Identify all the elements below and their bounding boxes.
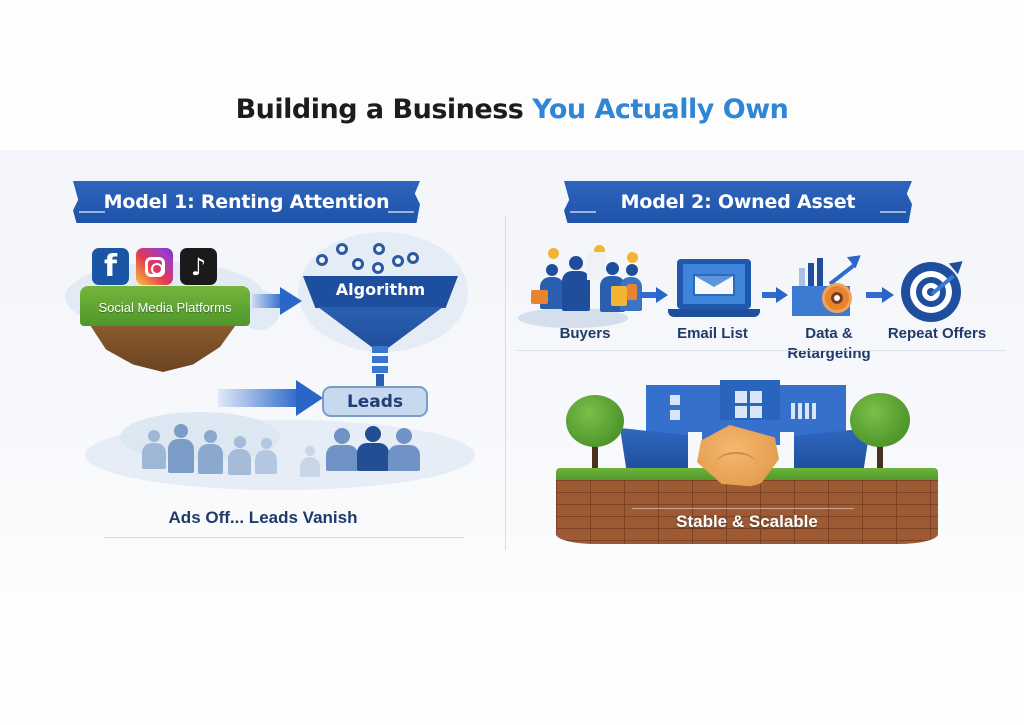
target-icon <box>822 283 852 313</box>
window-shape <box>750 406 762 418</box>
gear-icon <box>392 255 404 267</box>
gear-icon <box>373 243 385 255</box>
island-grass <box>80 286 250 326</box>
title-main: Building a Business <box>235 94 524 125</box>
gear-icon <box>372 262 384 274</box>
cuff-shape <box>780 432 794 472</box>
step-label-repeat-offers: Repeat Offers <box>887 325 987 342</box>
flow-divider-line <box>516 350 1006 351</box>
tree-trunk <box>592 440 598 472</box>
model-2-banner: Model 2: Owned Asset <box>564 181 912 223</box>
window-shape <box>750 391 762 403</box>
model-2-banner-text: Model 2: Owned Asset <box>620 191 856 213</box>
funnel-stem <box>376 374 384 386</box>
window-shape <box>735 391 747 403</box>
tree-icon <box>850 393 910 447</box>
tree-icon <box>566 395 624 447</box>
tiktok-icon: ♪ <box>180 248 217 285</box>
instagram-icon <box>136 248 173 285</box>
foundation-label: Stable & Scalable <box>676 512 818 531</box>
step-label-email-list: Email List <box>677 325 748 342</box>
step-label-line: Retargeting <box>787 345 871 362</box>
caption-underline <box>104 537 464 538</box>
funnel-stem <box>372 366 388 373</box>
gear-icon <box>316 254 328 266</box>
step-label-buyers: Buyers <box>559 325 611 342</box>
funnel-stem <box>372 356 388 363</box>
model-1-caption: Ads Off... Leads Vanish <box>168 508 358 527</box>
window-shape <box>805 403 809 419</box>
gear-icon <box>336 243 348 255</box>
leads-box: Leads <box>322 386 428 417</box>
social-media-label: Social Media Platforms <box>98 300 232 315</box>
facebook-icon: f <box>92 248 129 285</box>
window-shape <box>791 403 795 419</box>
model-1-banner-text: Model 1: Renting Attention <box>103 191 390 213</box>
window-shape <box>798 403 802 419</box>
funnel-top <box>303 276 458 308</box>
window-shape <box>812 403 816 419</box>
model-1-banner: Model 1: Renting Attention <box>73 181 420 223</box>
window-shape <box>670 395 680 405</box>
gear-icon <box>352 258 364 270</box>
envelope-icon <box>693 274 735 296</box>
leads-label: Leads <box>346 391 404 412</box>
algorithm-label: Algorithm <box>335 280 426 299</box>
title-accent: You Actually Own <box>532 94 789 125</box>
panel-divider <box>505 215 506 550</box>
step-label-data-retargeting: Data & Retargeting <box>776 324 882 364</box>
window-shape <box>735 406 747 418</box>
tree-trunk <box>877 440 883 472</box>
step-label-line: Data & <box>805 325 853 342</box>
page-title: Building a Business You Actually Own <box>0 94 1024 125</box>
window-shape <box>670 410 680 420</box>
gear-icon <box>407 252 419 264</box>
wall-divider <box>632 508 854 509</box>
handshake-detail <box>716 452 756 476</box>
brick-wall <box>556 480 938 544</box>
funnel-stem <box>372 346 388 353</box>
